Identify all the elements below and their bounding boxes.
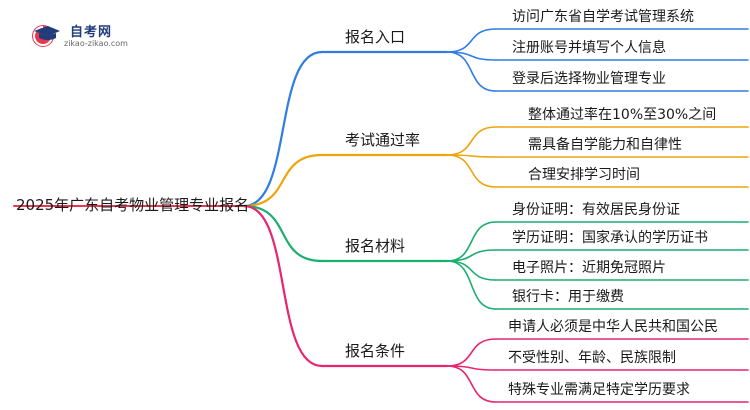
leaf-label: 合理安排学习时间 (528, 167, 640, 183)
leaf-connector (446, 338, 497, 367)
leaf-connector (446, 154, 497, 188)
leaf-label: 登录后选择物业管理专业 (512, 71, 666, 87)
branch-connector (242, 153, 324, 208)
leaf-label: 需具备自学能力和自律性 (528, 137, 682, 153)
leaf-label: 特殊专业需满足特定学历要求 (508, 382, 690, 398)
leaf-connector (446, 221, 497, 262)
leaf-connector (446, 51, 497, 92)
leaf-label: 银行卡：用于缴费 (512, 289, 624, 305)
leaf-connector (446, 260, 497, 310)
branch-label: 考试通过率 (345, 131, 421, 149)
branch-connector (242, 204, 324, 263)
branch-label: 报名入口 (345, 28, 406, 46)
leaf-connector (446, 260, 497, 281)
leaf-label: 访问广东省自学考试管理系统 (512, 9, 694, 25)
graduation-cap-icon (32, 25, 60, 47)
leaf-label: 整体通过率在10%至30%之间 (528, 107, 717, 123)
logo-title: 自考网 (70, 25, 113, 40)
branch-connector (242, 50, 324, 208)
leaf-connector (446, 365, 497, 403)
leaf-label: 电子照片：近期免冠照片 (512, 260, 666, 276)
leaf-label: 注册账号并填写个人信息 (512, 40, 666, 56)
leaf-label: 不受性别、年龄、民族限制 (508, 350, 676, 366)
root-topic: 2025年广东自考物业管理专业报名 (16, 196, 250, 214)
site-logo[interactable]: 自考网 zikao-zikao.com (28, 18, 148, 52)
branch-label: 报名条件 (345, 342, 406, 360)
leaf-connector (446, 28, 497, 53)
branch-label: 报名材料 (345, 237, 406, 255)
leaf-label: 学历证明：国家承认的学历证书 (512, 230, 708, 246)
leaf-label: 申请人必须是中华人民共和国公民 (508, 319, 718, 335)
branch-connector (242, 204, 324, 368)
leaf-connector (446, 126, 497, 156)
leaf-label: 身份证明：有效居民身份证 (512, 202, 680, 218)
logo-url: zikao-zikao.com (64, 39, 128, 48)
